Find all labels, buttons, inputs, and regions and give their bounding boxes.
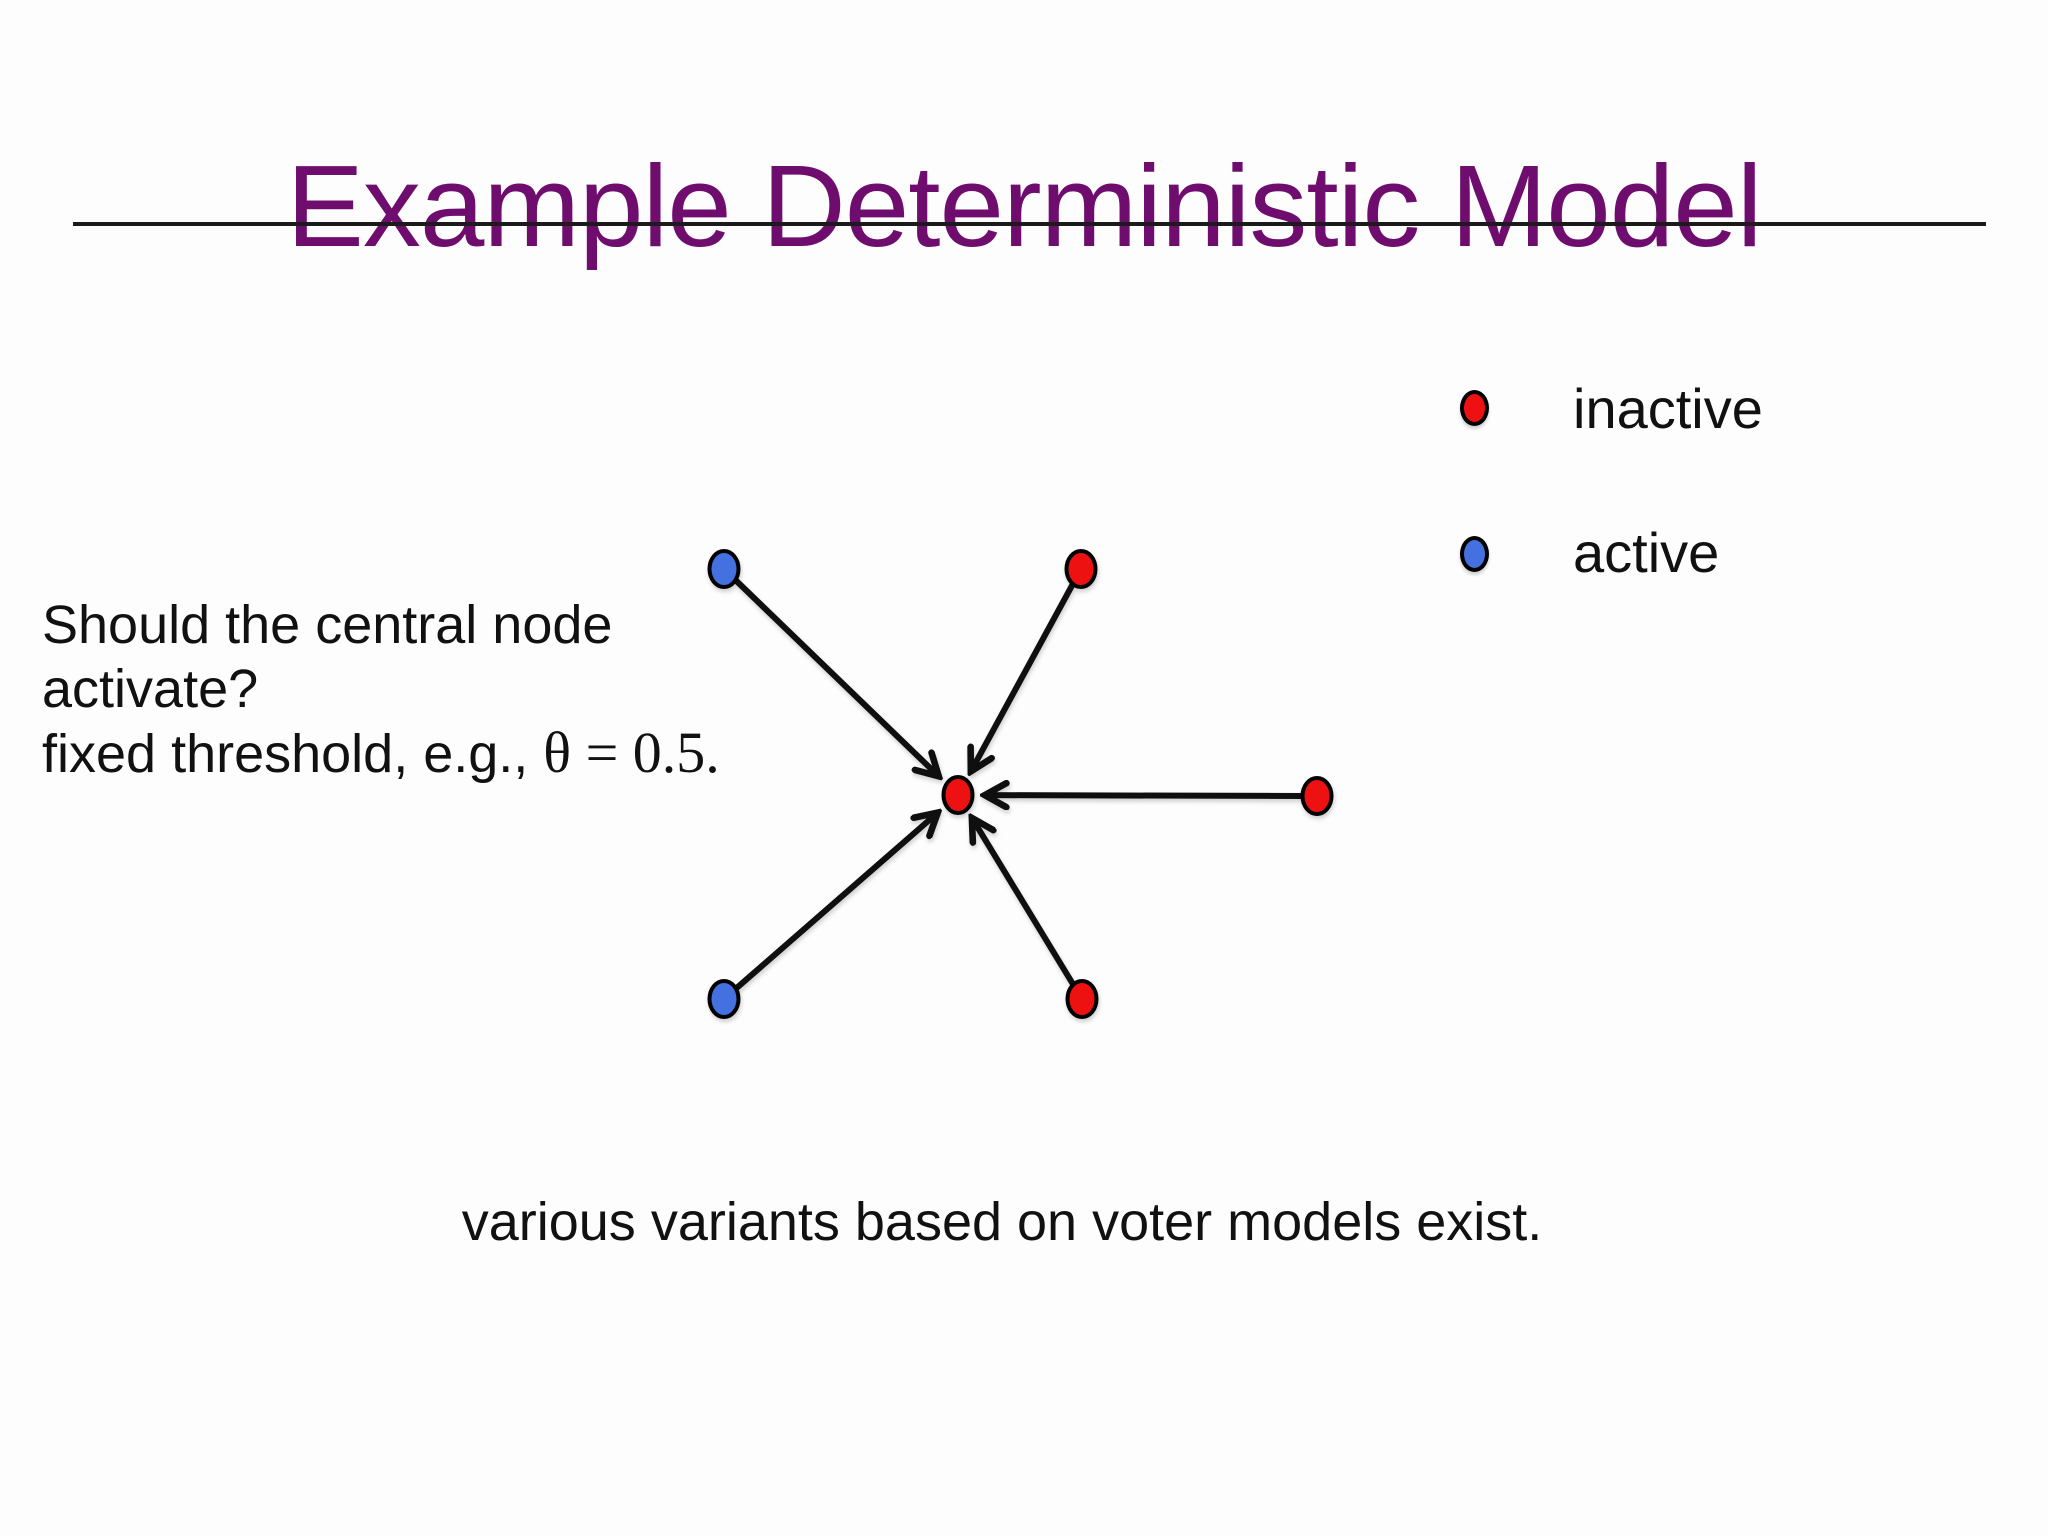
question-text: Should the central node activate? fixed … — [42, 593, 720, 786]
edge-top-right-to-center — [971, 579, 1077, 770]
node-bottom-left — [707, 979, 741, 1019]
node-top-right — [1064, 549, 1098, 589]
node-top-left — [707, 549, 741, 589]
caption-text: various variants based on voter models e… — [461, 1192, 1543, 1252]
inactive-node-icon — [1460, 390, 1489, 426]
threshold-formula: θ = 0.5. — [543, 720, 720, 785]
question-line-2: activate? — [42, 659, 259, 719]
legend-label-active: active — [1573, 521, 1720, 584]
edge-bottom-right-to-center — [973, 819, 1078, 989]
slide-title: Example Deterministic Model — [286, 140, 1762, 271]
edge-right-to-center — [986, 795, 1304, 796]
title-divider — [73, 222, 1986, 226]
question-line-1: Should the central node — [42, 595, 613, 655]
node-right — [1300, 776, 1334, 816]
threshold-line: fixed threshold, e.g., θ = 0.5. — [42, 721, 720, 786]
node-center — [941, 775, 975, 815]
active-node-icon — [1460, 536, 1489, 572]
threshold-prefix: fixed threshold, e.g., — [42, 724, 544, 784]
legend-label-inactive: inactive — [1573, 377, 1763, 440]
edge-top-left-to-center — [732, 576, 938, 776]
edge-bottom-left-to-center — [732, 813, 937, 993]
node-bottom-right — [1065, 979, 1099, 1019]
